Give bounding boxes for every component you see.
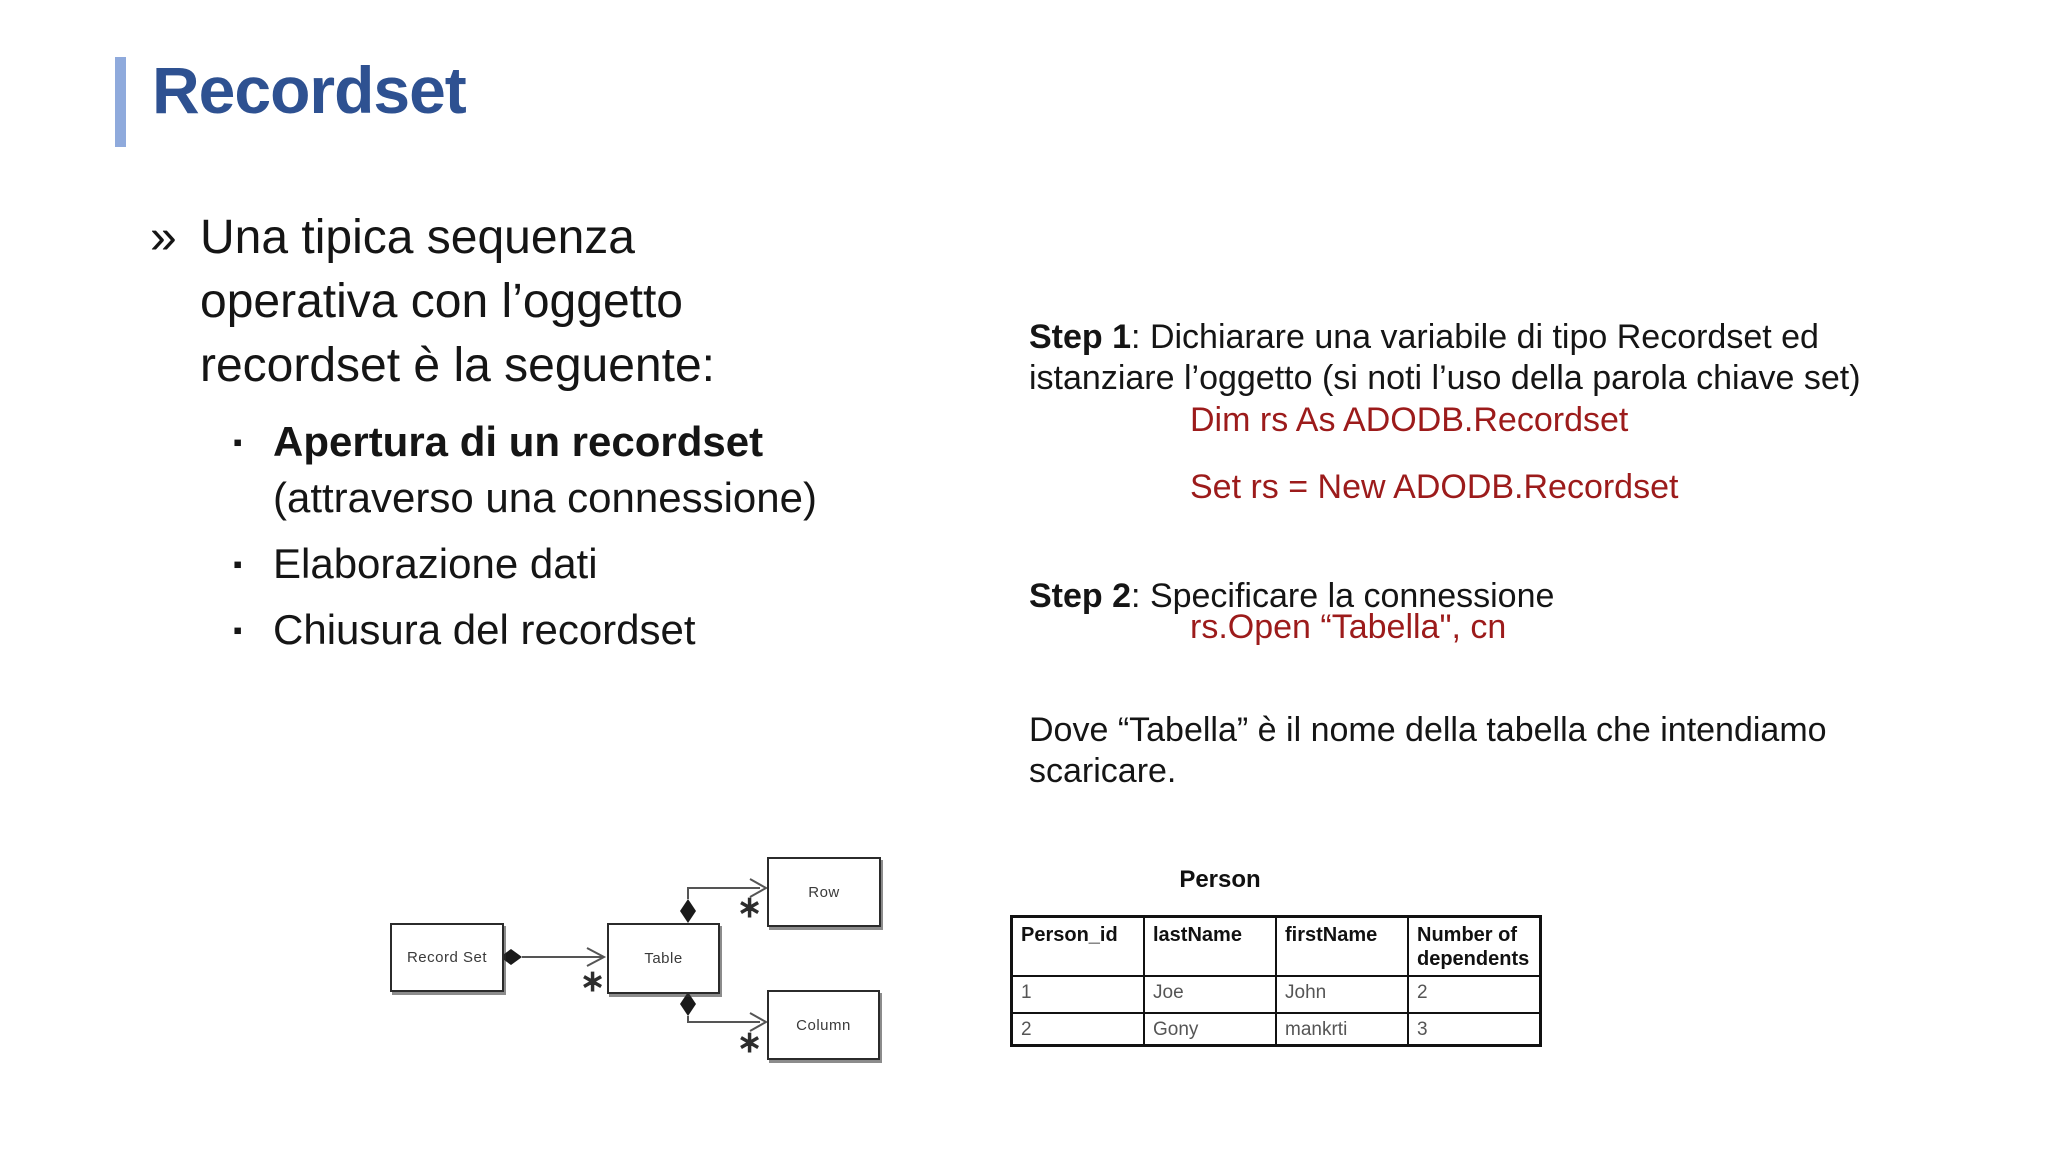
intro-line-2: operativa con l’oggetto [200,275,683,328]
person-table: Person_id lastName firstName Number of d… [1010,915,1542,1047]
table-cell: 3 [1407,1012,1542,1047]
intro-line-1: Una tipica sequenza [200,211,635,264]
diagram-box-column: Column [767,990,880,1060]
step1-label: Step 1 [1029,318,1132,356]
table-cell: John [1275,975,1409,1014]
intro-bullet: » Una tipica sequenza operativa con l’og… [150,206,715,398]
list-item: ▪ Elaborazione dati [233,536,817,592]
step2-paragraph: Step 2: Specificare la connessione [1029,576,1919,617]
multiplicity-asterisk: ∗ [737,1026,763,1059]
aggregation-diamond [500,949,522,965]
table-header-row: Person_id lastName firstName Number of d… [1010,915,1542,977]
diagram-box-table: Table [607,923,720,994]
aggregation-diamond [680,992,696,1016]
sub-bullet-list: ▪ Apertura di un recordset (attraverso u… [233,414,817,668]
sub-bullet-normal: Chiusura del recordset [273,606,696,653]
code-line-set: Set rs = New ADODB.Recordset [1190,468,1679,506]
step1-text: : Dichiarare una variabile di tipo Recor… [1029,318,1861,397]
column-header: lastName [1143,915,1277,977]
step2-text: : Specificare la connessione [1131,577,1555,615]
table-cell: 2 [1407,975,1542,1014]
step1-paragraph: Step 1: Dichiarare una variabile di tipo… [1029,317,1919,399]
sub-bullet-text: Elaborazione dati [273,536,598,592]
column-header: firstName [1275,915,1409,977]
table-cell: 2 [1010,1012,1145,1047]
multiplicity-asterisk: ∗ [580,965,606,998]
arrowhead [749,878,769,898]
connector-line [687,1016,760,1023]
chevron-bullet-marker: » [150,211,177,264]
title-accent-bar [115,57,126,147]
list-item: ▪ Chiusura del recordset [233,602,817,658]
table-cell: 1 [1010,975,1145,1014]
column-header: Number of dependents [1407,915,1542,977]
table-cell: Gony [1143,1012,1277,1047]
page-title: Recordset [152,53,467,127]
column-header: Person_id [1010,915,1145,977]
person-table-title: Person [1179,866,1261,893]
sub-bullet-normal: (attraverso una connessione) [273,474,817,521]
aggregation-diamond [680,899,696,923]
sub-bullet-bold: Apertura di un recordset [273,418,764,465]
intro-line-3: recordset è la seguente: [200,339,715,392]
table-cell: Joe [1143,975,1277,1014]
table-row: 1 Joe John 2 [1010,975,1542,1014]
connector-line [687,887,760,899]
square-bullet-marker: ▪ [233,427,243,457]
sub-bullet-text: Chiusura del recordset [273,602,696,658]
diagram-box-record-set: Record Set [390,923,504,992]
square-bullet-marker: ▪ [233,615,243,645]
step2-label: Step 2 [1029,577,1132,615]
intro-bullet-text: Una tipica sequenza operativa con l’ogge… [200,206,715,398]
list-item: ▪ Apertura di un recordset (attraverso u… [233,414,817,526]
table-row: 2 Gony mankrti 3 [1010,1012,1542,1047]
square-bullet-marker: ▪ [233,549,243,579]
note-paragraph: Dove “Tabella” è il nome della tabella c… [1029,711,1827,790]
multiplicity-asterisk: ∗ [737,891,763,924]
code-line-dim: Dim rs As ADODB.Recordset [1190,401,1629,439]
arrowhead [749,1012,769,1032]
table-cell: mankrti [1275,1012,1409,1047]
sub-bullet-text: Apertura di un recordset (attraverso una… [273,414,817,526]
recordset-diagram-connectors [500,878,769,1032]
sub-bullet-normal: Elaborazione dati [273,540,598,587]
arrowhead [586,947,607,967]
diagram-box-row: Row [767,857,881,927]
code-line-open: rs.Open “Tabella", cn [1190,608,1507,646]
